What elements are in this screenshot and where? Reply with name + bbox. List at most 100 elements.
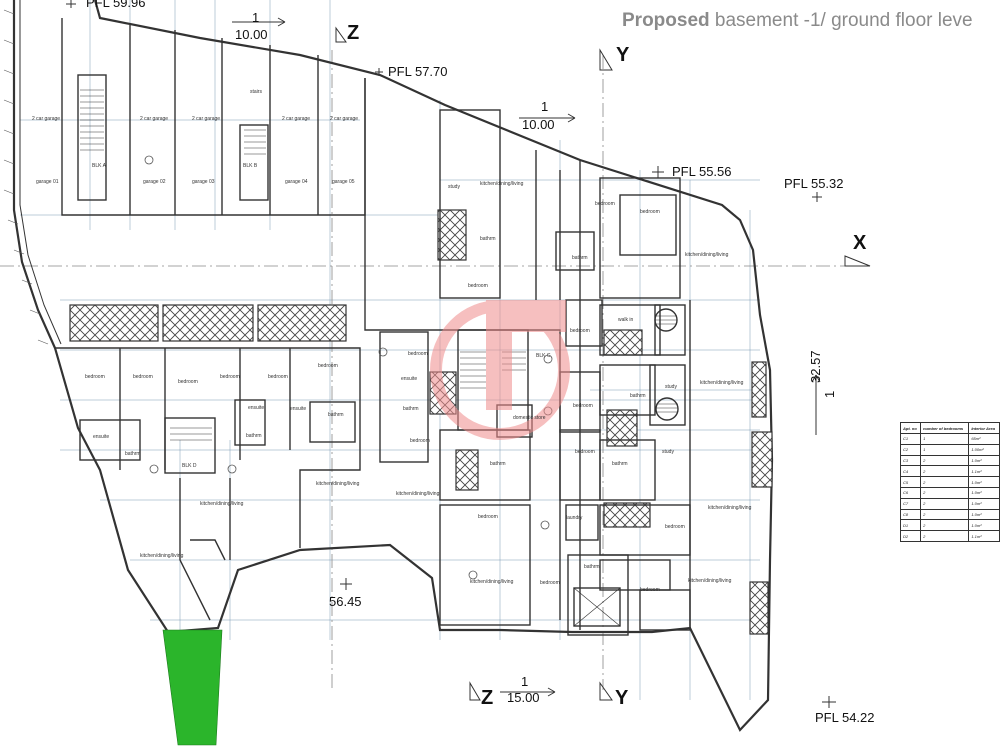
slope-4-num: 1 [822, 390, 837, 398]
section-lines [0, 50, 870, 690]
table-cell: 1.0m² [968, 486, 1000, 499]
table-cell: 2 [920, 486, 970, 499]
table-cell: 1.0m² [968, 508, 1000, 521]
room-label: bathrm [572, 255, 588, 261]
room-label: laundry [566, 515, 583, 521]
room-label: bedroom [178, 379, 198, 385]
table-cell: 2 [920, 508, 970, 521]
room-label: ensuite [401, 376, 417, 382]
table-cell: C1 [899, 433, 922, 445]
room-label: 2 car garage [282, 116, 310, 122]
slope-3-den: 15.00 [507, 690, 540, 705]
table-cell: 2 [920, 497, 970, 510]
room-label: stairs [250, 89, 262, 95]
room-label: BLK D [182, 463, 197, 469]
level-pfl-55-32: PFL 55.32 [784, 176, 844, 191]
room-label: bedroom [570, 328, 590, 334]
room-label: kitchen/dining/living [685, 252, 729, 258]
room-label: bathrm [612, 461, 628, 467]
room-label: bedroom [640, 587, 660, 593]
level-pfl-55-56: PFL 55.56 [672, 164, 732, 179]
watermark-logo [430, 300, 570, 440]
table-cell: C7 [899, 497, 922, 510]
table-cell: C5 [899, 476, 922, 488]
table-cell: C8 [899, 508, 922, 521]
right-apartments [579, 160, 691, 631]
table-cell: 2 [920, 530, 970, 542]
level-pfl-57-70: PFL 57.70 [388, 64, 448, 79]
table-cell: 1.1m² [968, 465, 1000, 478]
room-label: bedroom [268, 374, 288, 380]
room-label: BLK A [92, 163, 107, 169]
table-cell: C2 [899, 443, 922, 456]
room-label: bathrm [328, 412, 344, 418]
room-label: kitchen/dining/living [316, 481, 360, 487]
room-label: kitchen/dining/living [140, 553, 184, 559]
table-cell: 1.00m² [968, 443, 1000, 456]
room-label: ensuite [248, 405, 264, 411]
table-header-row: Apt. no number of bedrooms Interior Area [899, 422, 1000, 434]
plan-title-rest: basement -1/ ground floor leve [709, 10, 973, 31]
room-label: garage 03 [192, 179, 215, 185]
table-header: Apt. no [899, 422, 922, 434]
room-label: walk in [618, 317, 634, 323]
table-cell: C3 [899, 454, 922, 467]
table-header: number of bedrooms [920, 422, 970, 434]
table-cell: 2 [920, 465, 970, 478]
table-cell: 2 [920, 454, 970, 467]
room-label: bedroom [318, 363, 338, 369]
room-label: domestic store [513, 415, 546, 421]
room-label: bedroom [573, 403, 593, 409]
block-c [364, 78, 629, 636]
building-outline [12, 0, 774, 732]
room-label: bedroom [85, 374, 105, 380]
table-cell: 65m² [968, 433, 1000, 445]
plan-title-bold: Proposed [622, 10, 710, 31]
room-label: 2 car garage [192, 116, 220, 122]
room-label: bathrm [403, 406, 419, 412]
garage-row [61, 18, 366, 216]
table-header: Interior Area [968, 422, 1000, 434]
table-cell: C4 [899, 465, 922, 478]
spot-level-56-45: 56.45 [329, 594, 362, 609]
stairs-a [80, 89, 266, 155]
table-cell: C6 [899, 486, 922, 499]
room-label: garage 05 [332, 179, 355, 185]
level-pfl-54-22: PFL 54.22 [815, 710, 875, 725]
room-label: kitchen/dining/living [200, 501, 244, 507]
table-cell: 1.1m² [968, 530, 1000, 542]
room-label: bedroom [575, 449, 595, 455]
room-label: bedroom [665, 524, 685, 530]
room-label: ensuite [93, 434, 109, 440]
block-d [55, 347, 361, 621]
slope-2-den: 10.00 [522, 117, 555, 132]
room-label: bedroom [220, 374, 240, 380]
stairs-c [170, 351, 526, 441]
circular-stair-detail [655, 315, 678, 413]
room-label: bathrm [246, 433, 262, 439]
room-label: BLK C [536, 353, 551, 359]
hatched-areas [69, 209, 773, 635]
slope-2-num: 1 [541, 99, 549, 114]
room-label: bathrm [490, 461, 506, 467]
room-label: bedroom [410, 438, 430, 444]
room-label: kitchen/dining/living [708, 505, 752, 511]
table-cell: D1 [899, 519, 922, 532]
table-cell: 1.0m² [968, 519, 1000, 532]
room-label: 2 car garage [140, 116, 168, 122]
table-cell: D2 [899, 530, 922, 542]
room-label: study [662, 449, 674, 455]
section-y-top: Y [616, 44, 630, 66]
room-label: BLK B [243, 163, 258, 169]
section-arrows [66, 0, 871, 708]
room-labels: 2 car garage 2 car garage 2 car garage 2… [32, 89, 752, 593]
table-cell: 1 [920, 443, 970, 456]
section-x-right: X [853, 232, 867, 254]
